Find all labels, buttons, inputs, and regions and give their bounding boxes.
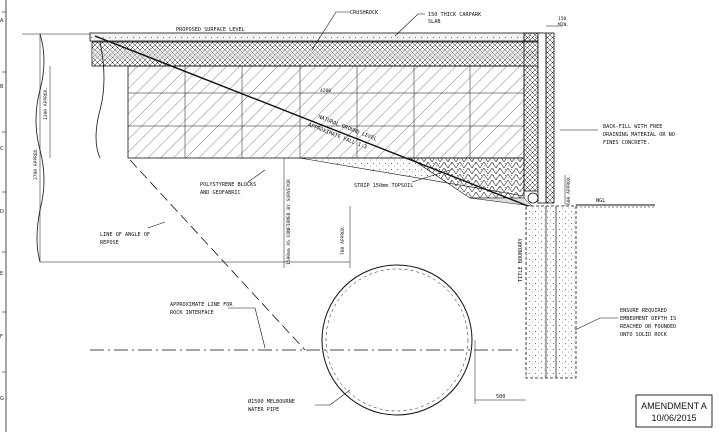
amendment-box: AMENDMENT A 10/06/2015 xyxy=(635,394,713,428)
label-polystyrene-line1: POLYSTYRENE BLOCKS xyxy=(200,182,256,188)
break-line-inner xyxy=(95,41,105,159)
label-backfill-line3: FINES CONCRETE. xyxy=(603,140,650,146)
label-embed-line4: ONTO SOLID ROCK xyxy=(620,332,668,338)
row-letter-f: F xyxy=(0,334,3,340)
label-embed-line3: REACHED OR FOUNDED xyxy=(620,324,676,330)
label-rock-line2: ROCK INTERFACE xyxy=(170,310,214,316)
label-polystyrene-line2: AND GEOFABRIC xyxy=(200,190,241,196)
leader-lines xyxy=(147,11,618,406)
row-letter-c: C xyxy=(0,146,4,152)
amendment-date: 10/06/2015 xyxy=(651,413,696,423)
label-repose-line1: LINE OF ANGLE OF xyxy=(100,232,150,238)
amendment-title: AMENDMENT A xyxy=(641,401,707,411)
label-pipe-line2: WATER PIPE xyxy=(248,407,279,413)
grid-frame: A B C D E F G xyxy=(0,0,7,432)
row-letter-d: D xyxy=(0,209,4,215)
label-slab-line2: SLAB xyxy=(428,19,441,25)
label-title-boundary: TITLE BOUNDARY xyxy=(518,237,524,282)
water-pipe xyxy=(321,264,473,416)
polystyrene-blocks xyxy=(127,65,525,159)
retaining-wall xyxy=(523,32,577,379)
label-survey-dim: 1500mm AS CONFIRMED BY SURVEYOR xyxy=(286,179,292,265)
label-pipe-line1: Ø1500 MELBOURNE xyxy=(248,398,295,405)
label-approx-2700: 2700 APPROX. xyxy=(33,147,39,180)
row-letter-g: G xyxy=(0,396,4,402)
label-surface-level: PROPOSED SURFACE LEVEL xyxy=(176,27,245,33)
label-dim-700: 700 APPROX. xyxy=(340,225,346,255)
label-backfill-line1: BACK-FILL WITH FREE xyxy=(603,124,662,130)
label-embed-line1: ENSURE REQUIRED xyxy=(620,308,667,314)
drain-pipe-icon xyxy=(527,192,539,204)
label-approx-600: 600 APPROX. xyxy=(566,175,572,205)
row-letter-a: A xyxy=(0,18,4,24)
label-strip-topsoil: STRIP 150mm TOPSOIL xyxy=(354,183,413,189)
label-dim-150: 150 xyxy=(558,16,567,22)
angle-of-repose-line xyxy=(129,159,306,351)
label-embed-line2: EMBEDMENT DEPTH IS xyxy=(620,316,676,322)
label-dim-4200: 4200 xyxy=(320,88,331,94)
row-letter-b: B xyxy=(0,84,4,90)
topsoil-strip xyxy=(299,157,533,207)
label-dim-500: 500 xyxy=(496,394,505,400)
label-backfill-line2: DRAINING MATERIAL OR NO xyxy=(603,132,675,138)
label-slab-line1: 150 THICK CARPARK xyxy=(428,12,482,18)
dimension-lines xyxy=(22,25,566,404)
row-letter-e: E xyxy=(0,271,3,277)
label-crushrock: CRUSHROCK xyxy=(350,10,379,16)
label-rock-line1: APPROXIMATE LINE FOR xyxy=(170,302,233,308)
natural-ground-line xyxy=(94,35,529,207)
label-ngl: NGL xyxy=(596,198,605,204)
label-approx-1200: 1200 APPROX. xyxy=(43,87,49,120)
label-dim-min: MIN. xyxy=(558,22,569,28)
label-repose-line2: REPOSE xyxy=(100,240,119,246)
